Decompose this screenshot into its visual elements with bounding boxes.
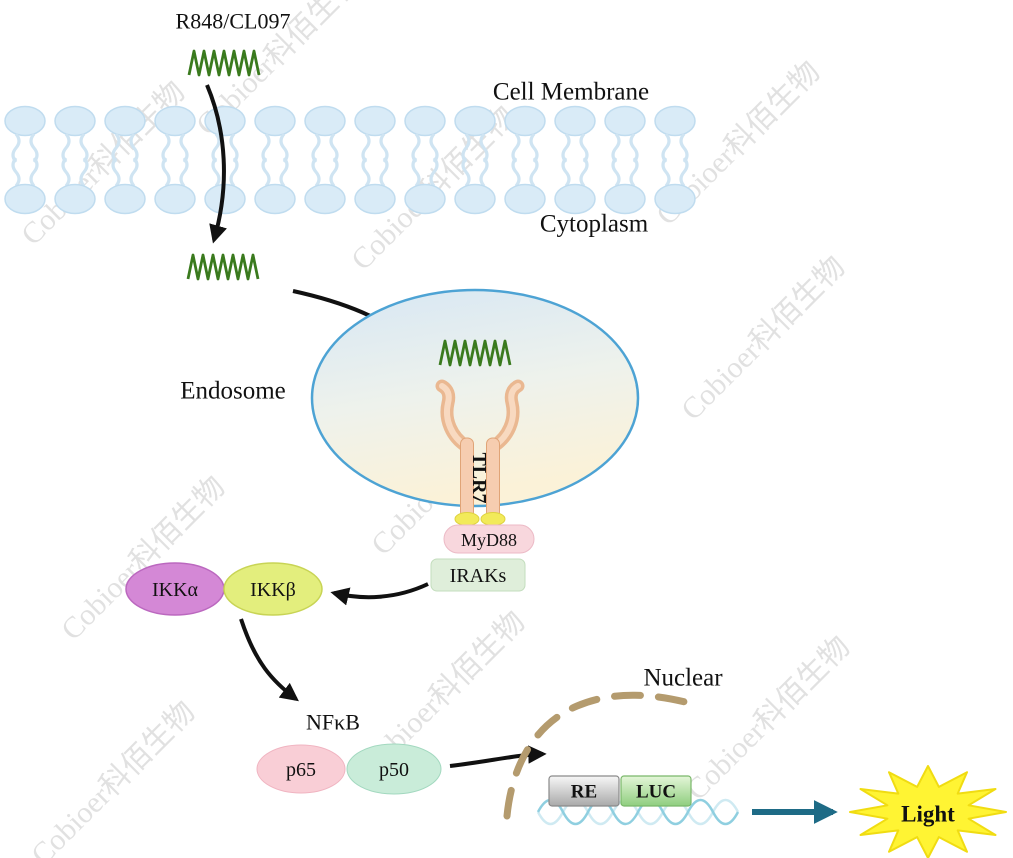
nuclear-label: Nuclear	[643, 665, 723, 692]
cytoplasm-label: Cytoplasm	[540, 211, 649, 238]
p65-label: p65	[286, 759, 316, 781]
re-label: RE	[571, 782, 597, 803]
tlr7-receptor: TLR7	[435, 379, 525, 526]
luc-label: LUC	[636, 782, 676, 803]
tlr7-label: TLR7	[468, 452, 490, 503]
dna-strand-front	[536, 798, 740, 826]
iraks-to-ikk-arrow	[330, 582, 429, 606]
ikk-beta-ellipse	[223, 562, 323, 616]
endosome-label: Endosome	[180, 378, 286, 405]
nuclear-membrane	[503, 691, 697, 820]
iraks-label: IRAKs	[450, 565, 507, 587]
nfkb-to-nucleus-arrow	[449, 745, 547, 768]
tlr7-tip-left	[454, 512, 480, 526]
nfkb-label: NFκB	[306, 710, 360, 735]
cell-membrane	[0, 104, 702, 216]
watermark: Cobioer科佰生物	[25, 695, 202, 858]
watermark: Cobioer科佰生物	[55, 470, 232, 647]
p65-ellipse	[256, 744, 346, 794]
ikk-to-nfkb-arrow	[239, 618, 299, 702]
re-box	[548, 775, 620, 807]
ligand-label: R848/CL097	[176, 9, 291, 34]
light-label: Light	[901, 802, 955, 827]
agonist-zigzag-cytoplasm	[186, 253, 260, 281]
ikk-alpha-label: IKKα	[152, 579, 199, 601]
tlr7-horn-left-highlight	[439, 383, 469, 449]
watermark: Cobioer科佰生物	[675, 250, 852, 427]
luc-box	[620, 775, 692, 807]
myd88-pill	[443, 524, 535, 554]
p50-ellipse	[346, 743, 442, 795]
tlr7-tip-right	[480, 512, 506, 526]
iraks-box	[430, 558, 526, 592]
entry-arrow	[205, 84, 227, 244]
tlr7-horn-right-highlight	[491, 383, 521, 449]
ikk-beta-label: IKKβ	[250, 579, 296, 601]
p50-label: p50	[379, 759, 409, 781]
cell-membrane-label: Cell Membrane	[493, 79, 649, 106]
watermark: Cobioer科佰生物	[680, 630, 857, 807]
endosome	[310, 288, 640, 508]
light-starburst	[849, 765, 1007, 858]
myd88-label: MyD88	[461, 530, 517, 550]
